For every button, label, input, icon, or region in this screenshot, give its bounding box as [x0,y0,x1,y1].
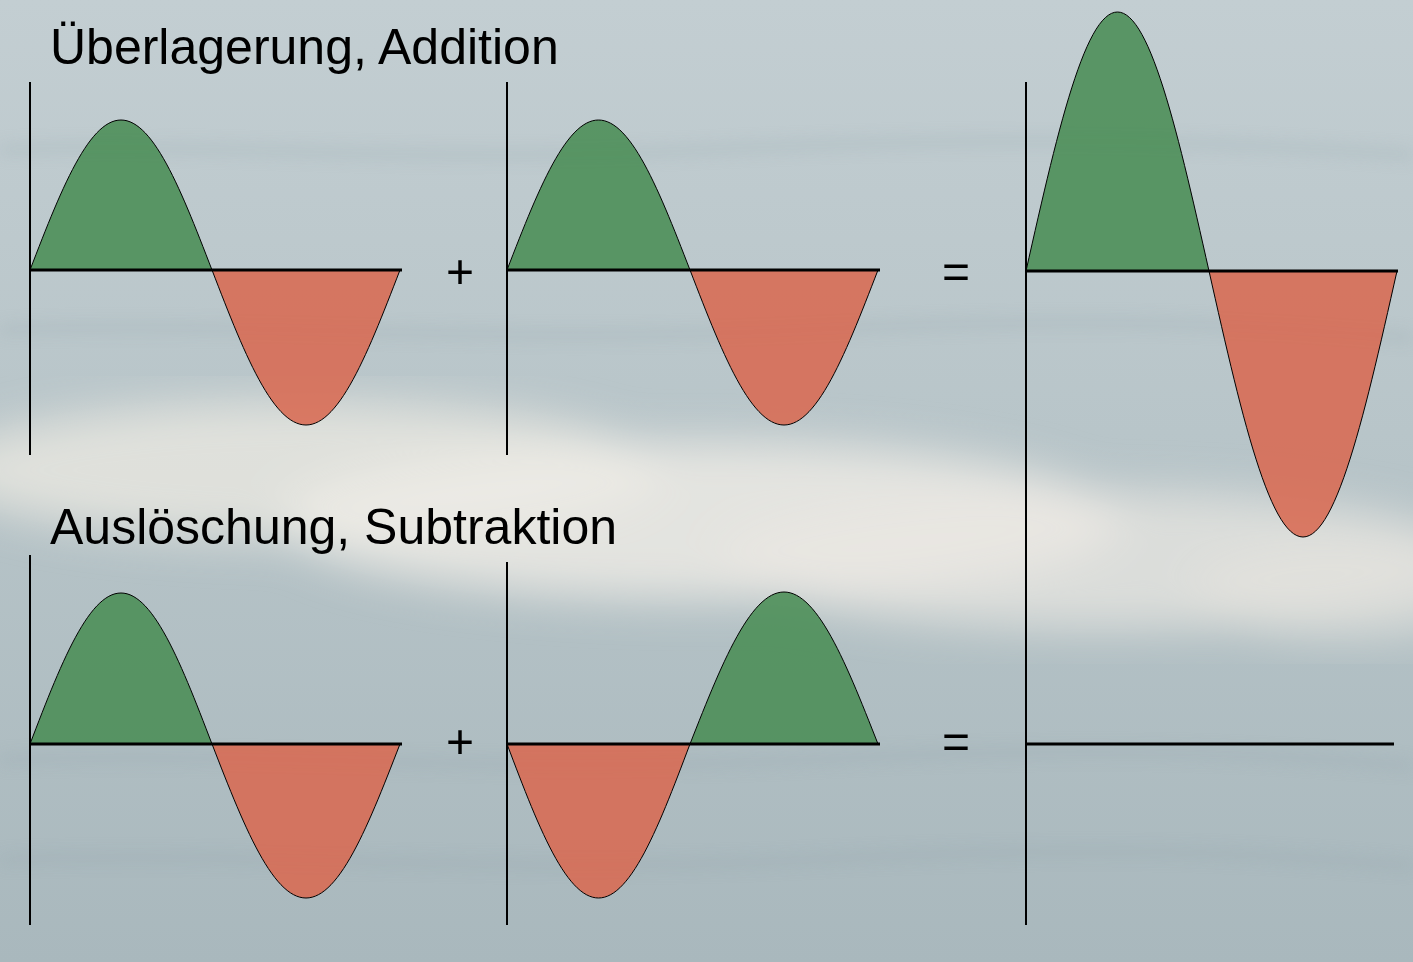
wave-foam [0,400,1413,640]
plus-sign: + [446,248,474,296]
half-wave [690,592,878,744]
y-axis [29,555,31,925]
half-wave [690,270,878,425]
baseline [30,743,402,746]
baseline [30,269,402,272]
y-axis [1025,82,1027,925]
baseline [1026,743,1394,746]
baseline [1026,270,1398,273]
section-heading: Überlagerung, Addition [50,22,559,72]
half-wave [507,744,690,898]
half-wave [30,120,212,270]
plus-sign: + [446,718,474,766]
half-wave [212,744,400,898]
equals-sign: = [942,248,970,296]
baseline [507,269,880,272]
equals-sign: = [942,718,970,766]
half-wave [30,593,212,744]
half-wave [507,120,690,270]
half-wave [1026,12,1209,271]
half-wave [212,270,400,425]
baseline [507,743,880,746]
half-wave [1209,271,1397,537]
section-heading: Auslöschung, Subtraktion [50,502,617,552]
